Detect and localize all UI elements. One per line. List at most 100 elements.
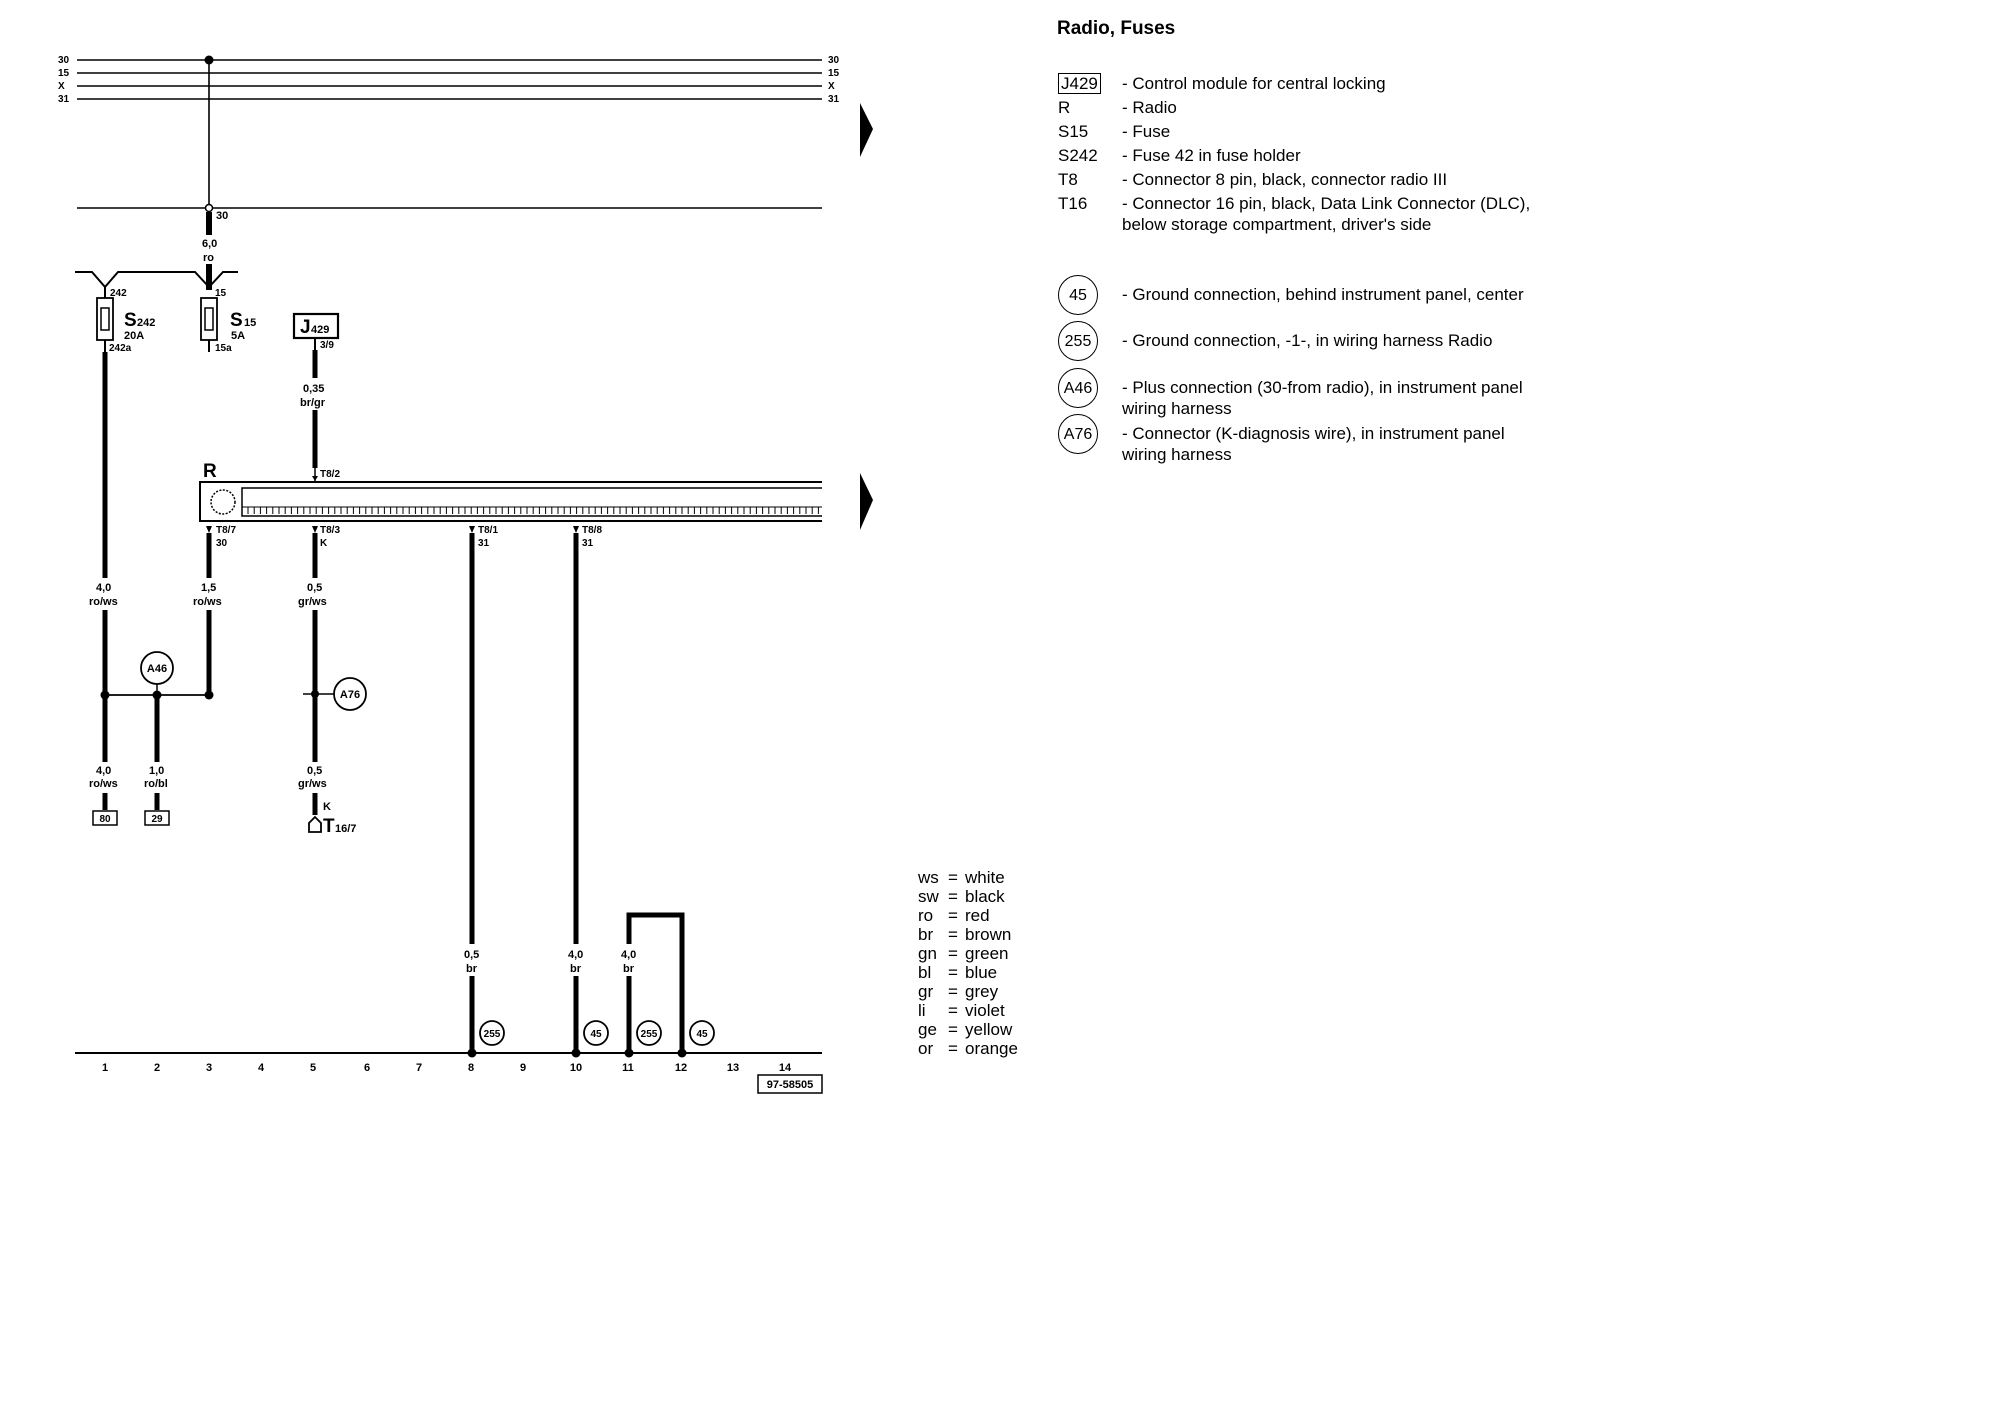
page-title: Radio, Fuses	[1057, 18, 1176, 39]
equals-sign: =	[948, 1001, 958, 1020]
j429-pin: 3/9	[320, 340, 334, 351]
ground-bus-dots	[467, 1048, 687, 1058]
legend-circle: A76	[1058, 414, 1098, 454]
legend-desc: - Connector (K-diagnosis wire), in instr…	[1122, 424, 1505, 464]
legend-code: S15	[1058, 122, 1089, 141]
track-1-upper-size: 4,0	[96, 582, 111, 594]
color-name: orange	[965, 1039, 1018, 1058]
color-abbr: gn	[918, 944, 937, 963]
junction-open	[204, 203, 214, 213]
track-8-color: br	[466, 963, 478, 975]
j429-name: J	[300, 317, 311, 338]
t8-8-pin: T8/8	[582, 525, 602, 536]
color-name: green	[965, 944, 1009, 963]
t8-7-signal: 30	[216, 538, 228, 549]
color-abbr: br	[918, 925, 934, 944]
track-5-upper-color: gr/ws	[298, 596, 327, 608]
t8-7-pin: T8/7	[216, 525, 236, 536]
track-5-upper-size: 0,5	[307, 582, 322, 594]
ground-45-a-label: 45	[590, 1029, 602, 1040]
a76-connection	[333, 677, 367, 711]
track-3-size: 1,5	[201, 582, 216, 594]
color-name: violet	[965, 1001, 1005, 1020]
radio-scale-ticks	[247, 507, 819, 514]
equals-sign: =	[948, 982, 958, 1001]
legend-desc: - Connector 8 pin, black, connector radi…	[1122, 170, 1448, 189]
color-key: ws=white sw=black ro=red br=brown gn=gre…	[918, 868, 1038, 1058]
t16-sub: 16/7	[335, 823, 356, 835]
fuse-s15-out-pin: 15a	[215, 343, 232, 354]
j429-sub: 429	[311, 324, 329, 336]
color-key-row: or=orange	[918, 1039, 1038, 1058]
junction-dot	[100, 690, 110, 700]
ground-255-a-label: 255	[484, 1029, 501, 1040]
junction-dot	[204, 55, 214, 65]
legend-code: J429	[1058, 73, 1114, 94]
track-8-size: 0,5	[464, 949, 479, 961]
fuse-s15-sub: 15	[244, 317, 256, 329]
color-key-row: sw=black	[918, 887, 1038, 906]
wiring-diagram: 30 15 X 31 30 15 X 31 30 6,0 ro 242 S 24…	[58, 55, 873, 1094]
fuse-s242-in-pin: 242	[110, 288, 127, 299]
t16-connector-symbol	[308, 815, 322, 833]
legend-circle: 45	[1058, 275, 1098, 315]
track-number: 2	[154, 1062, 160, 1074]
equals-sign: =	[948, 906, 958, 925]
ground-255-b	[636, 1020, 662, 1046]
legend-desc: - Plus connection (30-from radio), in in…	[1122, 378, 1523, 418]
rail-label-left-30: 30	[58, 55, 70, 66]
color-name: brown	[965, 925, 1012, 944]
color-name: white	[965, 868, 1005, 887]
track-1-lower-size: 4,0	[96, 765, 111, 777]
rail-label-right-31: 31	[828, 94, 840, 105]
rail-label-right-x: X	[828, 81, 835, 92]
t8-2-pin: T8/2	[320, 469, 340, 480]
track-5-lower-color: gr/ws	[298, 778, 327, 790]
t8-3-signal: K	[320, 538, 328, 549]
a46-label: A46	[147, 663, 167, 675]
fuse-s242-sub: 242	[137, 317, 155, 329]
track-10-color: br	[570, 963, 582, 975]
lower-rail-tap-label: 30	[216, 210, 228, 222]
track-number: 13	[727, 1062, 739, 1074]
legend-desc: - Fuse	[1122, 122, 1171, 141]
color-abbr: ro	[918, 906, 934, 925]
fuse-s242-out-pin: 242a	[109, 343, 132, 354]
feed-wire-color: ro	[203, 252, 214, 264]
fuse-s242	[96, 287, 114, 352]
ground-45-b	[689, 1020, 715, 1046]
rail-label-right-30: 30	[828, 55, 840, 66]
legend-circle: 255	[1058, 321, 1098, 361]
t8-8-signal: 31	[582, 538, 594, 549]
radio-name: R	[203, 461, 217, 482]
t16-signal: K	[323, 801, 331, 813]
color-name: yellow	[965, 1020, 1013, 1039]
drawing-number-box	[757, 1074, 823, 1094]
track-number: 14	[779, 1062, 792, 1074]
equals-sign: =	[948, 868, 958, 887]
legend-desc: - Fuse 42 in fuse holder	[1122, 146, 1301, 165]
color-abbr: li	[918, 1001, 926, 1020]
equals-sign: =	[948, 1020, 958, 1039]
track-2-size: 1,0	[149, 765, 164, 777]
track-5-lower-size: 0,5	[307, 765, 322, 777]
track-number: 9	[520, 1062, 526, 1074]
legend-desc: - Control module for central locking	[1122, 74, 1386, 93]
ground-255-a	[479, 1020, 505, 1046]
ref-80-label: 80	[99, 814, 111, 825]
fuse-bus	[75, 271, 238, 289]
t8-1-pin: T8/1	[478, 525, 498, 536]
color-abbr: or	[918, 1039, 934, 1058]
continuation-arrow-radio	[860, 473, 873, 530]
legend-desc: - Radio	[1122, 98, 1177, 117]
color-key-row: br=brown	[918, 925, 1038, 944]
ground-45-a	[583, 1020, 609, 1046]
color-abbr: ge	[918, 1020, 937, 1039]
track-number: 6	[364, 1062, 370, 1074]
ground-45-b-label: 45	[696, 1029, 708, 1040]
t8-2-arrow	[312, 476, 318, 481]
equals-sign: =	[948, 963, 958, 982]
track-11-size: 4,0	[621, 949, 636, 961]
track-1-upper-color: ro/ws	[89, 596, 118, 608]
rail-label-left-x: X	[58, 81, 65, 92]
